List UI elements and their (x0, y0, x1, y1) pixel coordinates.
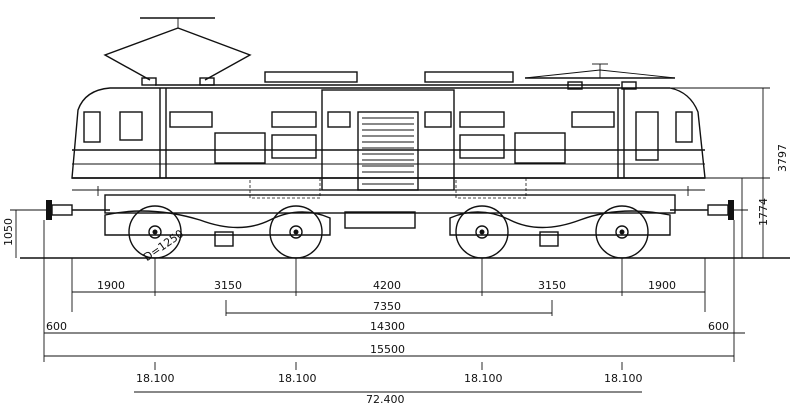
axle-load-1: 18.100 (136, 372, 175, 385)
buffer-height-label: 1050 (2, 218, 15, 246)
height-platform-label: 1774 (757, 198, 770, 226)
pantograph-left (103, 17, 252, 86)
wheel-3 (455, 205, 509, 259)
dim-3150-right: 3150 (538, 279, 566, 292)
axle-load-3: 18.100 (464, 372, 503, 385)
center-box (344, 211, 416, 229)
wheel-4 (595, 205, 649, 259)
loco-body (71, 87, 706, 199)
roof-box-left (264, 71, 358, 83)
dim-3150-left: 3150 (214, 279, 242, 292)
height-total-label: 3797 (776, 144, 789, 172)
dim-15500: 15500 (370, 343, 405, 356)
dim-1900-left: 1900 (97, 279, 125, 292)
bogie-left (104, 210, 331, 247)
wheel-2 (269, 205, 323, 259)
dim-14300: 14300 (370, 320, 405, 333)
horizontal-dimensions: 1900 3150 4200 3150 1900 7350 14300 600 … (43, 220, 745, 393)
axle-load-2: 18.100 (278, 372, 317, 385)
underframe (104, 194, 676, 214)
total-weight: 72.400 (366, 393, 405, 406)
bogie-right (449, 210, 671, 247)
dim-7350: 7350 (373, 300, 401, 313)
dim-600-right: 600 (708, 320, 729, 333)
vertical-dimensions: 3797 1774 1050 (2, 87, 789, 258)
buffer-left (46, 200, 110, 220)
axle-loads: 18.100 18.100 18.100 18.100 72.400 (136, 362, 643, 406)
dim-600-left: 600 (46, 320, 67, 333)
buffer-right (670, 200, 734, 220)
axle-load-4: 18.100 (604, 372, 643, 385)
dim-1900-right: 1900 (648, 279, 676, 292)
roof-box-right (424, 71, 514, 83)
dim-4200: 4200 (373, 279, 401, 292)
